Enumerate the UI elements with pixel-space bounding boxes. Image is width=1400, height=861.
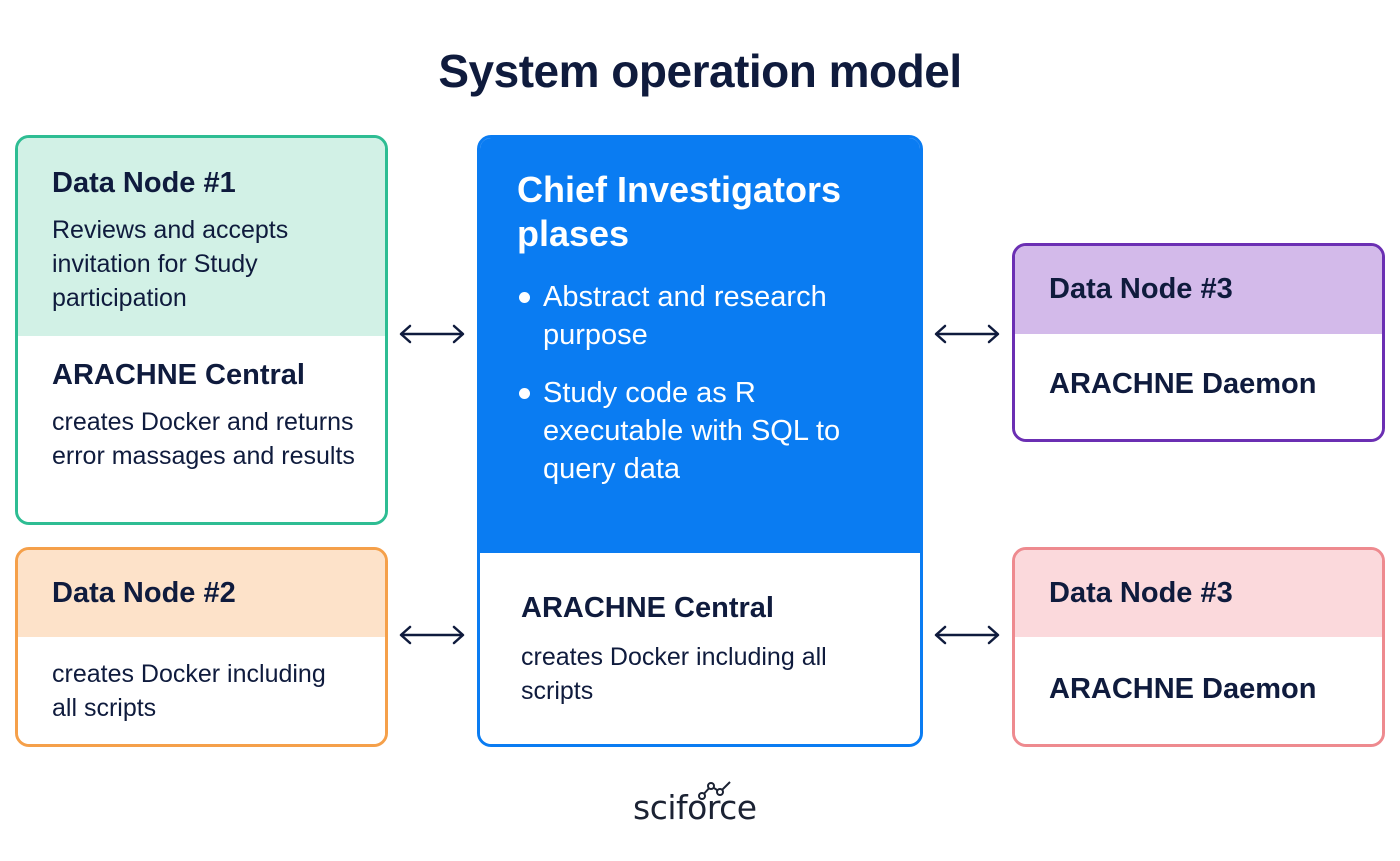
chief-investigators-card: Chief Investigators plases Abstract and … — [477, 135, 923, 747]
data-node-3-purple-header: Data Node #3 — [1015, 246, 1382, 334]
bullet-dot-icon — [519, 292, 530, 303]
data-node-3-purple-subtitle: ARACHNE Daemon — [1049, 368, 1317, 400]
data-node-1-subtext: creates Docker and returns error massage… — [52, 407, 355, 470]
data-node-2-card: Data Node #2 creates Docker including al… — [15, 547, 388, 747]
data-node-2-subtext: creates Docker including all scripts — [52, 660, 326, 722]
center-subtitle: ARACHNE Central — [521, 592, 774, 624]
data-node-3-pink-card: Data Node #3 ARACHNE Daemon — [1012, 547, 1385, 747]
chief-investigators-body: ARACHNE Central creates Docker including… — [480, 553, 920, 744]
sciforce-logo-text: sciforce — [633, 788, 757, 827]
double-arrow-icon — [399, 324, 465, 344]
bullet-text: Study code as R executable with SQL to q… — [543, 377, 841, 485]
data-node-3-purple-card: Data Node #3 ARACHNE Daemon — [1012, 243, 1385, 442]
data-node-1-text: Reviews and accepts invitation for Study… — [52, 215, 289, 312]
center-subtext: creates Docker including all scripts — [521, 642, 827, 705]
double-arrow-icon — [934, 324, 1000, 344]
bullet-text: Abstract and research purpose — [543, 281, 827, 351]
sciforce-logo: sciforce — [630, 778, 770, 828]
data-node-3-pink-header: Data Node #3 — [1015, 550, 1382, 637]
bullet-item: Abstract and research purpose — [517, 278, 877, 354]
data-node-3-purple-body: ARACHNE Daemon — [1015, 334, 1382, 439]
data-node-3-purple-title: Data Node #3 — [1049, 273, 1233, 305]
data-node-2-title: Data Node #2 — [52, 577, 236, 609]
page-title: System operation model — [438, 45, 962, 97]
chief-investigators-header: Chief Investigators plases Abstract and … — [480, 138, 920, 553]
data-node-1-subtitle: ARACHNE Central — [52, 359, 305, 391]
data-node-3-pink-body: ARACHNE Daemon — [1015, 637, 1382, 744]
data-node-2-body: creates Docker including all scripts — [18, 637, 385, 744]
double-arrow-icon — [399, 625, 465, 645]
data-node-3-pink-subtitle: ARACHNE Daemon — [1049, 673, 1317, 705]
chief-investigators-title: Chief Investigators plases — [517, 169, 842, 254]
bullet-item: Study code as R executable with SQL to q… — [517, 374, 877, 488]
sciforce-logo-mark — [698, 781, 731, 800]
data-node-1-card: Data Node #1 Reviews and accepts invitat… — [15, 135, 388, 525]
data-node-1-header: Data Node #1 Reviews and accepts invitat… — [18, 138, 385, 336]
double-arrow-icon — [934, 625, 1000, 645]
data-node-2-header: Data Node #2 — [18, 550, 385, 637]
data-node-1-body: ARACHNE Central creates Docker and retur… — [18, 336, 385, 522]
chief-investigators-bullets: Abstract and research purpose Study code… — [517, 278, 890, 488]
data-node-3-pink-title: Data Node #3 — [1049, 577, 1233, 609]
bullet-dot-icon — [519, 388, 530, 399]
data-node-1-title: Data Node #1 — [52, 167, 236, 199]
